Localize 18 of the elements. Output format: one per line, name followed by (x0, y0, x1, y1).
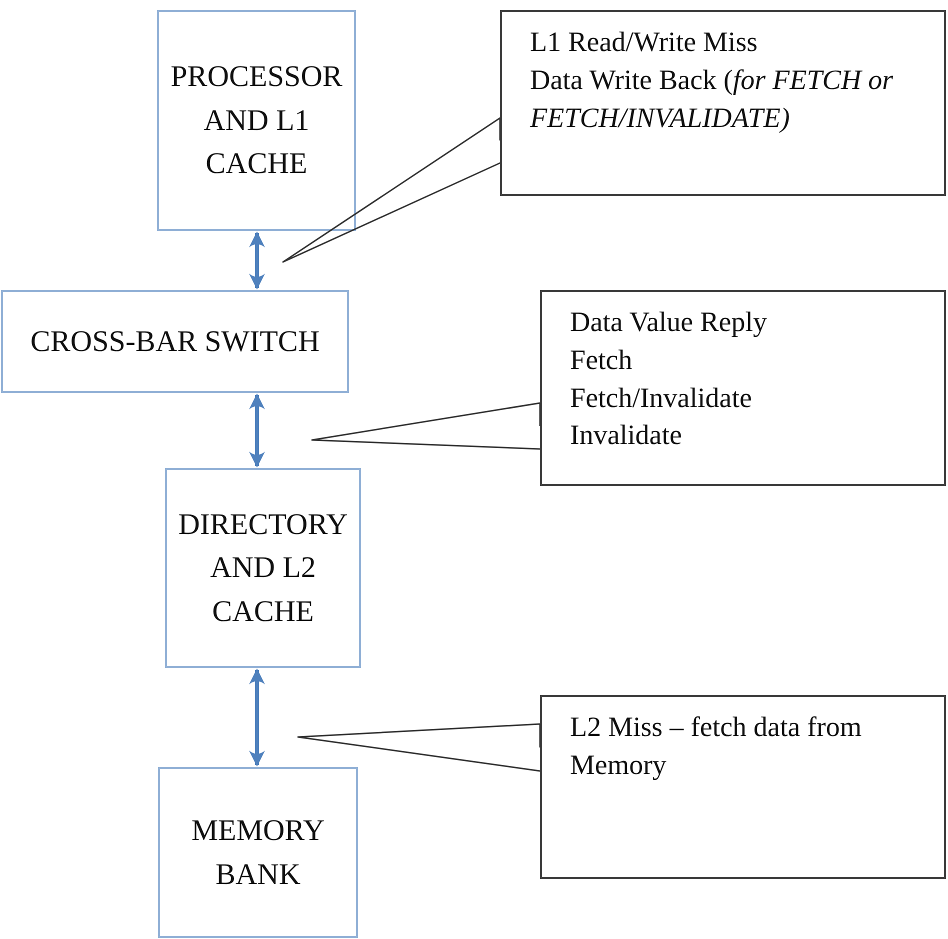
callout-text: Fetch/Invalidate (570, 382, 753, 416)
directory-box (165, 468, 361, 668)
processor-box (157, 10, 356, 231)
callout-text: Invalidate (570, 419, 683, 454)
callout-box (540, 290, 946, 486)
box-label: CROSS-BAR SWITCH (29, 324, 321, 360)
box-label: DIRECTORY AND L2 CACHE (177, 506, 349, 630)
callout-text: Data Value Reply (570, 306, 768, 340)
callout-box (500, 10, 946, 196)
callout-text: Data Write Back (for FETCH or FETCH/INVALIDATE) (530, 64, 894, 136)
box-label: PROCESSOR AND L1 CACHE (170, 59, 344, 182)
callout-text: L2 Miss – fetch data from Memory (570, 711, 863, 783)
switch-box (1, 290, 349, 393)
callout-text: L1 Read/Write Miss (530, 26, 758, 60)
memory-box (158, 767, 358, 938)
callout-text: Fetch (570, 344, 634, 378)
box-label: MEMORY BANK (190, 813, 326, 892)
callout-box (540, 695, 946, 879)
